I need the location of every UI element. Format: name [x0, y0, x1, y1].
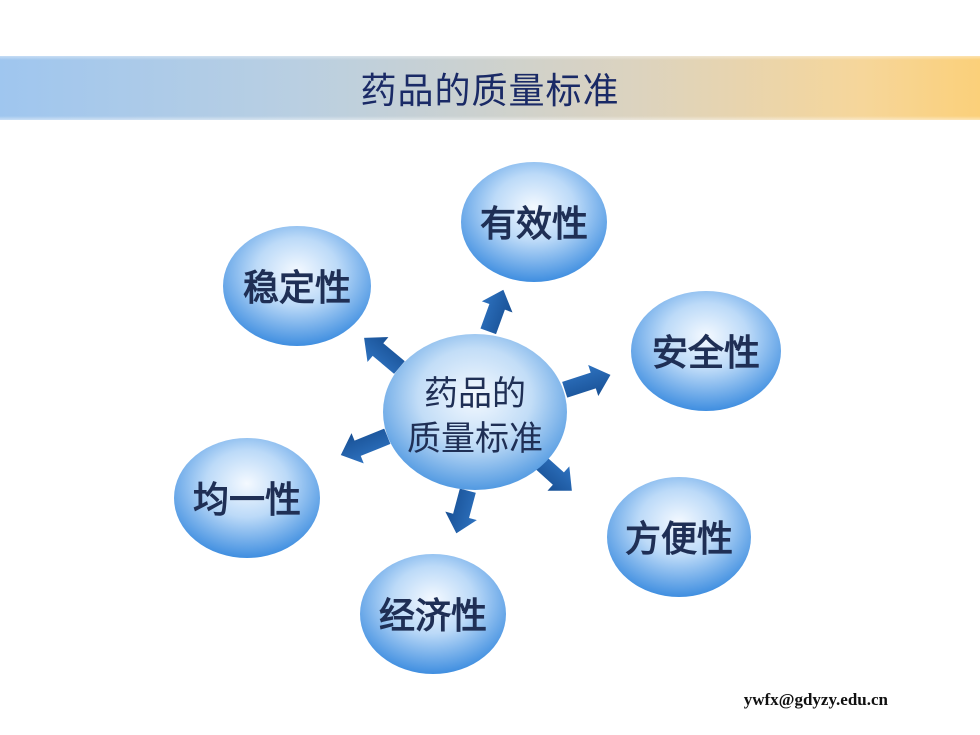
title-gradient-bar — [0, 56, 980, 120]
title-band — [0, 50, 980, 132]
node-label: 均一性 — [193, 480, 301, 521]
node-label: 有效性 — [480, 204, 588, 245]
title-fade-top — [0, 50, 980, 60]
center-node: 药品的 质量标准 — [383, 334, 567, 490]
node-label: 方便性 — [625, 519, 733, 560]
node-jingji: 经济性 — [360, 554, 506, 674]
node-label: 安全性 — [652, 332, 760, 374]
node-junyi: 均一性 — [174, 438, 320, 558]
center-label-line1: 药品的 — [424, 374, 526, 414]
node-fangbian: 方便性 — [607, 477, 751, 597]
arrow-to-youxiao — [478, 287, 516, 337]
arrow-to-fangbian — [532, 454, 574, 493]
arrow-to-anquan — [560, 362, 613, 400]
node-anquan: 安全性 — [631, 291, 781, 411]
node-label: 经济性 — [379, 596, 487, 637]
node-label: 稳定性 — [243, 268, 351, 309]
node-wending: 稳定性 — [223, 226, 371, 346]
arrows-group — [338, 287, 613, 536]
node-youxiao: 有效性 — [461, 162, 607, 282]
title-fade-bottom — [0, 116, 980, 124]
arrow-to-junyi — [338, 426, 393, 466]
arrow-to-wending — [362, 335, 407, 376]
center-label-line2: 质量标准 — [407, 419, 543, 459]
footer-email: ywfx@gdyzy.edu.cn — [743, 690, 888, 709]
arrow-to-jingji — [442, 486, 481, 536]
page-title: 药品的质量标准 — [360, 71, 620, 112]
